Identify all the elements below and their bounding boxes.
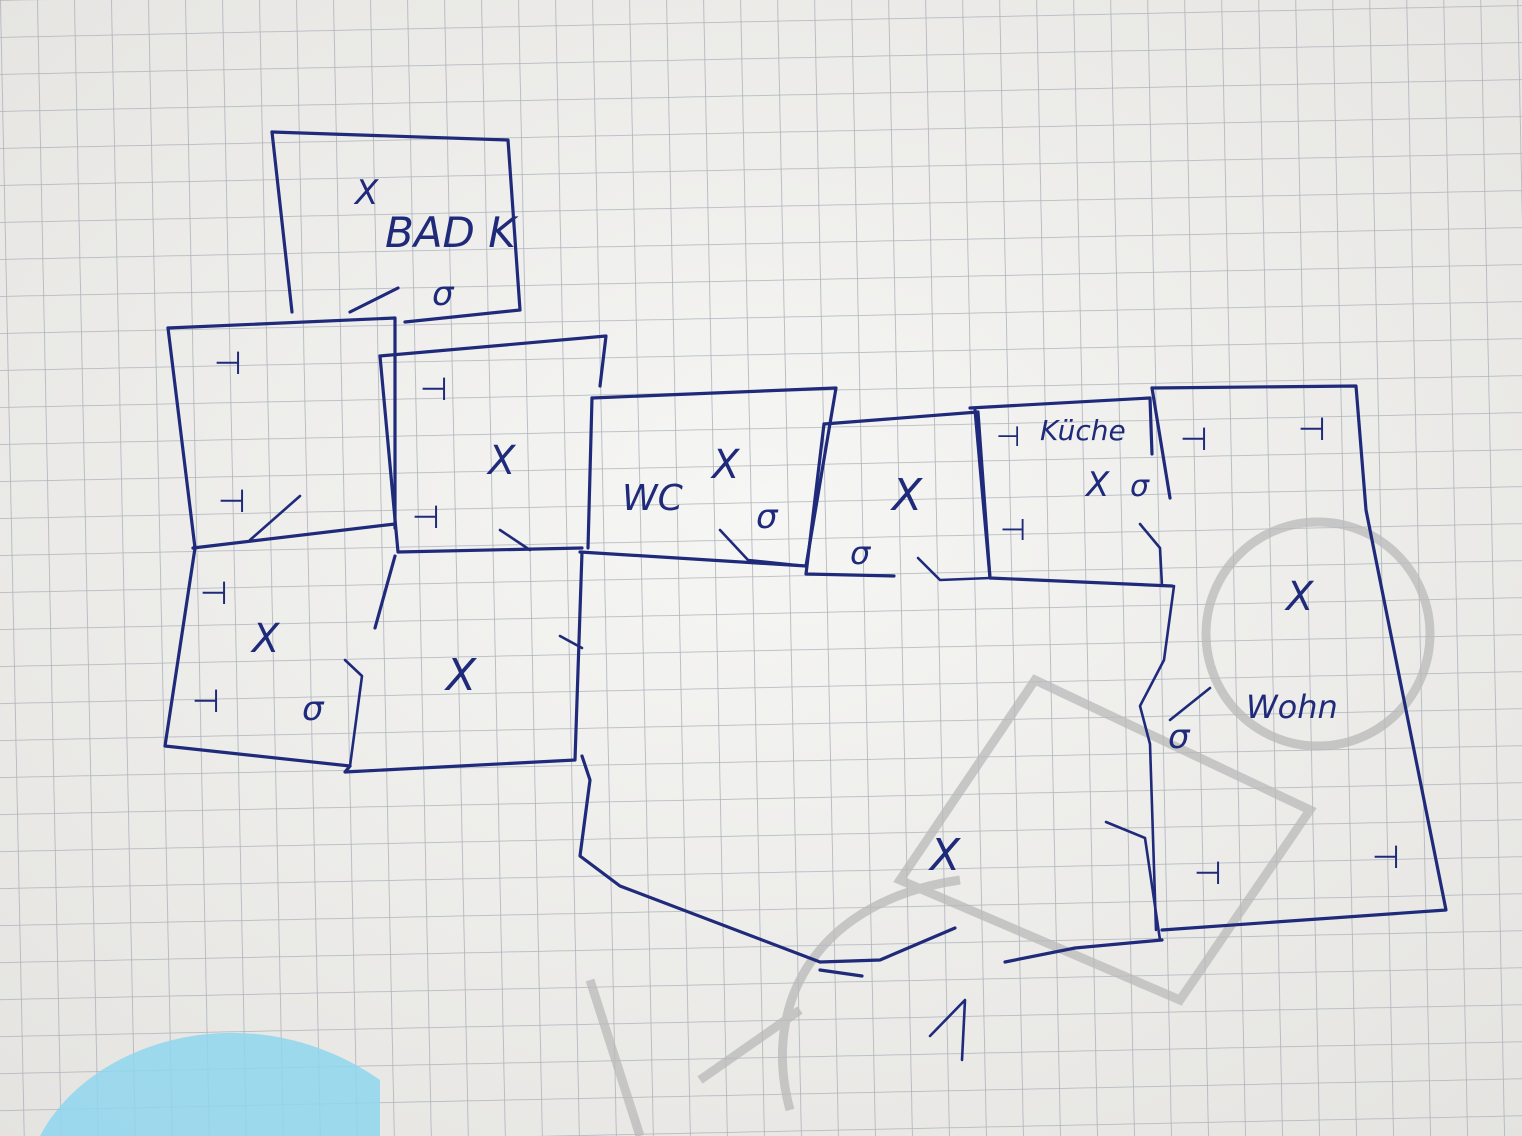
center-cross-mark: X: [250, 616, 281, 662]
room-bathroom: BAD K X σ: [270, 130, 522, 324]
room-hallway: X: [578, 754, 1164, 1062]
label-kitchen: Küche: [1040, 414, 1126, 447]
outlet-mark: ⊣: [1000, 513, 1026, 548]
room-kitchen: Küche ⊣ ⊣ X σ: [968, 396, 1174, 588]
center-cross-mark: X: [486, 438, 517, 484]
label-bathroom: BAD K: [385, 208, 519, 257]
switch-mark: σ: [1168, 717, 1191, 757]
center-cross-mark: X: [1284, 574, 1315, 620]
center-cross-mark: X: [928, 830, 961, 881]
room-lower-left: ⊣ ⊣ X σ: [163, 546, 397, 768]
switch-mark: σ: [1130, 469, 1150, 504]
switch-mark: σ: [432, 274, 455, 314]
watermark-logo: [585, 517, 1435, 1136]
switch-mark: σ: [850, 534, 872, 572]
center-cross-mark: X: [353, 173, 379, 213]
room-upper-left: ⊣ ⊣: [166, 316, 397, 550]
outlet-mark: ⊣: [200, 574, 228, 612]
outlet-mark: ⊣: [218, 482, 246, 520]
center-cross-mark: X: [890, 470, 923, 521]
room-living: ⊣ ⊣ ⊣ ⊣ X σ Wohn: [1138, 384, 1448, 932]
center-cross-mark: X: [444, 650, 477, 701]
room-upper-middle: ⊣ ⊣ X: [378, 334, 608, 554]
outlet-mark: ⊣: [1194, 854, 1222, 892]
switch-mark: σ: [302, 689, 325, 729]
label-wc: WC: [622, 478, 684, 519]
room-small: X σ: [804, 410, 992, 582]
room-lower-middle: X: [343, 550, 584, 774]
label-living: Wohn: [1246, 688, 1338, 726]
outlet-mark: ⊣: [996, 420, 1020, 453]
outlet-mark: ⊣: [192, 682, 220, 720]
center-cross-mark: X: [710, 442, 741, 488]
room-wc: WC X σ: [578, 386, 838, 568]
outlet-mark: ⊣: [412, 498, 440, 536]
switch-mark: σ: [756, 497, 779, 537]
corner-accent: [40, 1032, 380, 1136]
outlet-mark: ⊣: [1372, 838, 1400, 876]
outlet-mark: ⊣: [1180, 420, 1208, 458]
outlet-mark: ⊣: [420, 370, 448, 408]
outlet-mark: ⊣: [214, 344, 242, 382]
outlet-mark: ⊣: [1298, 410, 1326, 448]
center-cross-mark: X: [1084, 465, 1110, 505]
